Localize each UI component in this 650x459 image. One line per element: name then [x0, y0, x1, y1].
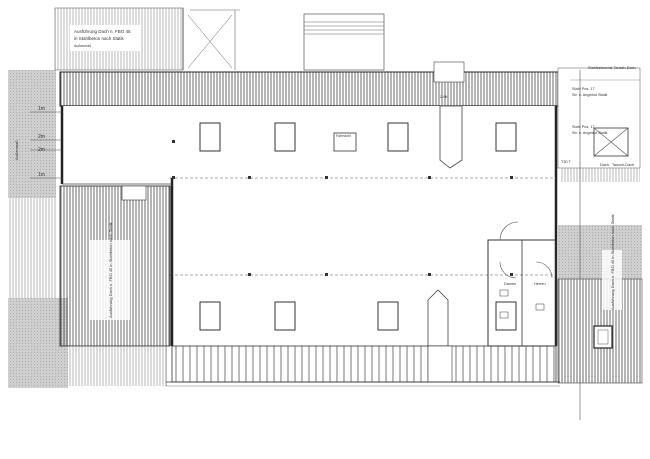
right-note-5: Str. n. Angebot Statik [572, 131, 608, 135]
left-dim-1: 1m [38, 106, 45, 112]
right-vertical-note: Ausführung Dach n. FBO 45 in Stahlbeton … [610, 214, 615, 310]
top-note-2: in Stahlbeton nach Statik [74, 36, 125, 41]
right-annex: Stahlbetonrost Tausch-Dach Stahl Pos. 17… [557, 66, 641, 182]
right-neighbour: Ausführung Dach n. FBO 45 in Stahlbeton … [557, 214, 643, 384]
right-note-2: Stahl Pos. 17 [572, 87, 595, 91]
top-note-3: Außenmaß [74, 44, 91, 48]
right-note-4: Stahl Pos. 17 [572, 125, 595, 129]
left-neighbour: Außenmaß [8, 70, 68, 388]
toilet-block: Damen Herren [487, 221, 557, 347]
bottom-fence [68, 345, 560, 387]
top-stair [303, 13, 385, 71]
room-label: Fahrstuhl [336, 134, 351, 138]
left-dim-2: 2m [38, 134, 45, 140]
right-note-1: Stahlbetonrost Tausch-Dach [588, 66, 636, 70]
top-room-tag: 2.Ht [440, 94, 448, 99]
main-hall: Fahrstuhl [60, 105, 558, 347]
right-note-6: Dach [600, 163, 609, 167]
left-vertical-note: Ausführung Dach n. FBO 45 in Stahlbeton … [108, 222, 113, 318]
left-dim-4: 1m [38, 172, 45, 178]
left-dimensions: 1m 2m 2m 1m [30, 106, 62, 179]
left-annex: Ausführung Dach n. FBO 45 in Stahlbeton … [59, 185, 171, 347]
wc-2: Herren [534, 282, 546, 286]
far-left-note: Außenmaß [14, 140, 19, 160]
left-dim-3: 2m [38, 147, 45, 153]
right-note-3: Str. n. Angebot Statik [572, 93, 608, 97]
right-note-7: Tausch-Dach [612, 163, 634, 167]
wc-1: Damen [504, 282, 516, 286]
top-note-1: Ausführung Dach n. FBO 45 [74, 29, 131, 34]
side-tag: T30 T [561, 160, 572, 164]
top-left-building: Ausführung Dach n. FBO 45 in Stahlbeton … [54, 7, 240, 71]
